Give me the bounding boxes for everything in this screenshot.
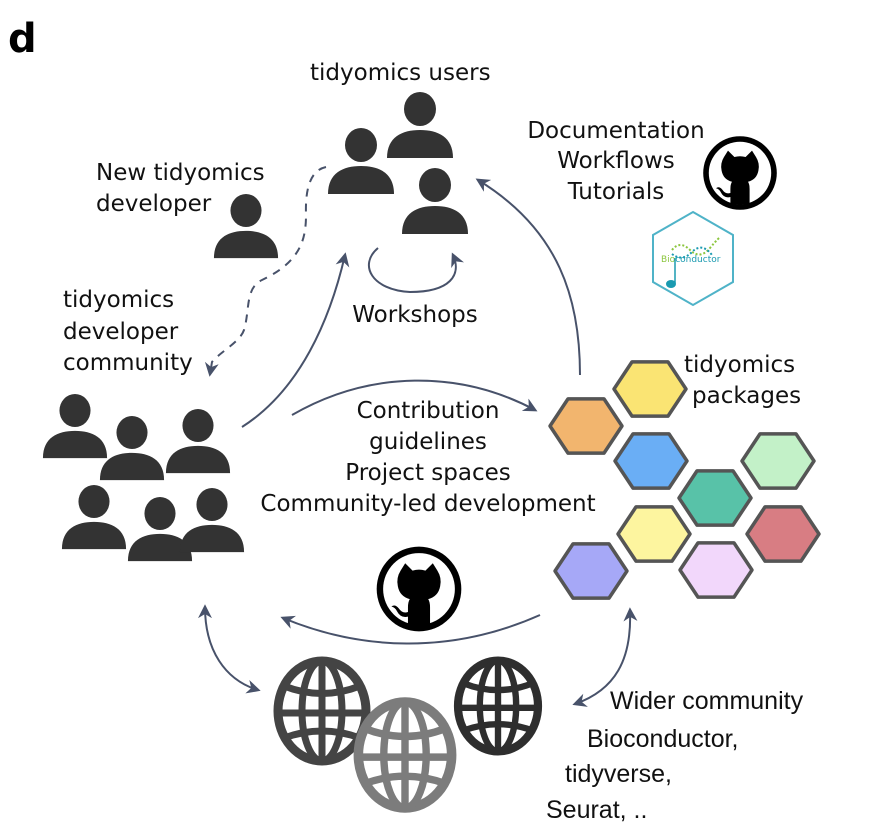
wider-community-line2: Bioconductor, [587, 725, 739, 753]
resources-workflows: Workflows [557, 148, 675, 174]
contribution-line4: Community-led development [260, 491, 595, 517]
dev-community-label-line2: developer [63, 319, 179, 345]
github-icon-center [376, 546, 462, 632]
package-hex-purple [553, 542, 629, 600]
wider-community-line1: Wider community [610, 687, 804, 715]
person-icon [387, 92, 453, 158]
community-to-users-arrow [241, 252, 350, 428]
resources-tutorials: Tutorials [567, 179, 665, 205]
workshops-label: Workshops [352, 302, 477, 328]
dev-community-label-line1: tidyomics [63, 287, 174, 313]
package-hex-orange [548, 397, 624, 455]
dev-community-label-line3: community [63, 350, 193, 376]
packages-to-users-arrow [475, 178, 581, 376]
package-hex-blue [613, 432, 689, 490]
new-developer-person-icon [213, 194, 279, 259]
new-developer-label-line2: developer [96, 191, 212, 217]
person-icon [61, 485, 127, 550]
globe-icon [278, 661, 366, 761]
resources-documentation: Documentation [527, 118, 704, 144]
users-label: tidyomics users [310, 60, 491, 86]
workshops-loop-arrow [367, 247, 464, 294]
person-icon [165, 409, 231, 474]
bioconductor-conductor-text: conductor [675, 255, 721, 265]
contribution-line1: Contribution [357, 398, 500, 424]
globe-icon [358, 702, 451, 808]
person-icon [42, 394, 108, 459]
package-hex-red [745, 505, 821, 563]
person-icon [99, 416, 165, 481]
packages-label-line1: tidyomics [684, 352, 795, 378]
packages-to-community-arrow [280, 614, 541, 645]
bioconductor-bio-text: Bio [661, 255, 676, 265]
contribution-line3: Project spaces [345, 460, 510, 486]
bioconductor-logo: Bioconductor [652, 210, 734, 307]
person-icon [402, 168, 468, 234]
svg-text:Bioconductor: Bioconductor [661, 255, 721, 265]
package-hex-teal [677, 469, 753, 527]
community-wider-double-arrow [198, 604, 261, 694]
community-to-packages-arrow [291, 379, 538, 416]
new-developer-label-line1: New tidyomics [96, 160, 265, 186]
wider-community-line3: tidyverse, [565, 760, 672, 788]
new-developer-dashed-arrow [204, 166, 327, 377]
package-hex-pale-yellow [616, 505, 692, 563]
panel-label: d [8, 16, 37, 62]
developer-community-group-icon [42, 394, 245, 562]
package-hex-lavender [678, 541, 754, 599]
person-icon [328, 128, 394, 194]
package-hex-light-green [740, 432, 816, 490]
contribution-line2: guidelines [369, 429, 487, 455]
person-icon [179, 488, 245, 553]
users-group-icon [328, 92, 468, 234]
package-hex-yellow [612, 360, 688, 418]
package-hexes [548, 360, 821, 600]
github-icon-docs [703, 136, 777, 210]
packages-label-line2: packages [692, 383, 801, 409]
globe-icon [458, 661, 538, 752]
wider-community-line4: Seurat, .. [546, 796, 647, 824]
wider-community-globes [278, 661, 538, 823]
packages-wider-double-arrow [572, 607, 638, 707]
